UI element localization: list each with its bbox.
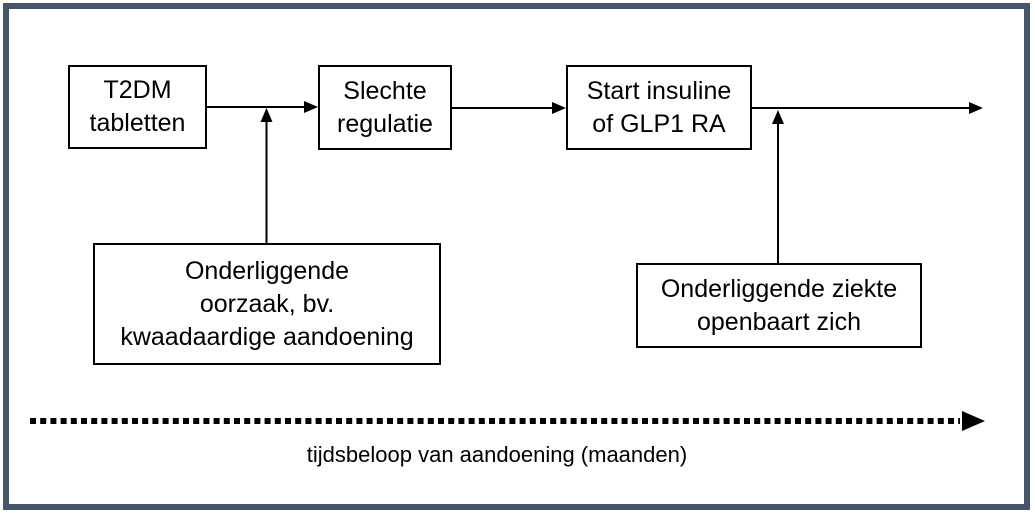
box-onderliggende-ziekte: Onderliggende ziekte openbaart zich	[636, 263, 922, 348]
box-text-line: of GLP1 RA	[592, 109, 726, 138]
box-text-line: Onderliggende ziekte	[660, 274, 898, 303]
box-text-line: Slechte	[343, 76, 427, 105]
box-onderliggende-oorzaak: Onderliggende oorzaak, bv. kwaadaardige …	[93, 243, 441, 365]
timeline-label: tijdsbeloop van aandoening (maanden)	[306, 442, 688, 467]
box-start-insuline-glp1ra: Start insuline of GLP1 RA	[566, 65, 752, 150]
box-slechte-regulatie: Slechte regulatie	[318, 65, 452, 150]
timeline-dotted-arrow	[30, 411, 985, 431]
box-text-line: openbaart zich	[696, 307, 861, 336]
arrow-oorzaak-up-icon	[260, 108, 273, 243]
arrow-start-to-right-edge	[752, 102, 983, 114]
arrow-t2dm-to-slechte	[207, 101, 318, 113]
arrow-slechte-to-start	[452, 102, 566, 114]
box-text-line: Onderliggende	[184, 256, 349, 285]
box-t2dm-tabletten: T2DM tabletten	[68, 65, 207, 149]
box-text-line: oorzaak, bv.	[199, 289, 335, 318]
box-text-line: Start insuline	[586, 76, 732, 105]
box-text-line: T2DM	[103, 76, 172, 104]
box-text-line: regulatie	[337, 109, 433, 138]
box-text-line: tabletten	[89, 109, 186, 137]
box-text-line: kwaadaardige aandoening	[120, 322, 414, 351]
arrow-ziekte-up-icon	[772, 110, 784, 263]
